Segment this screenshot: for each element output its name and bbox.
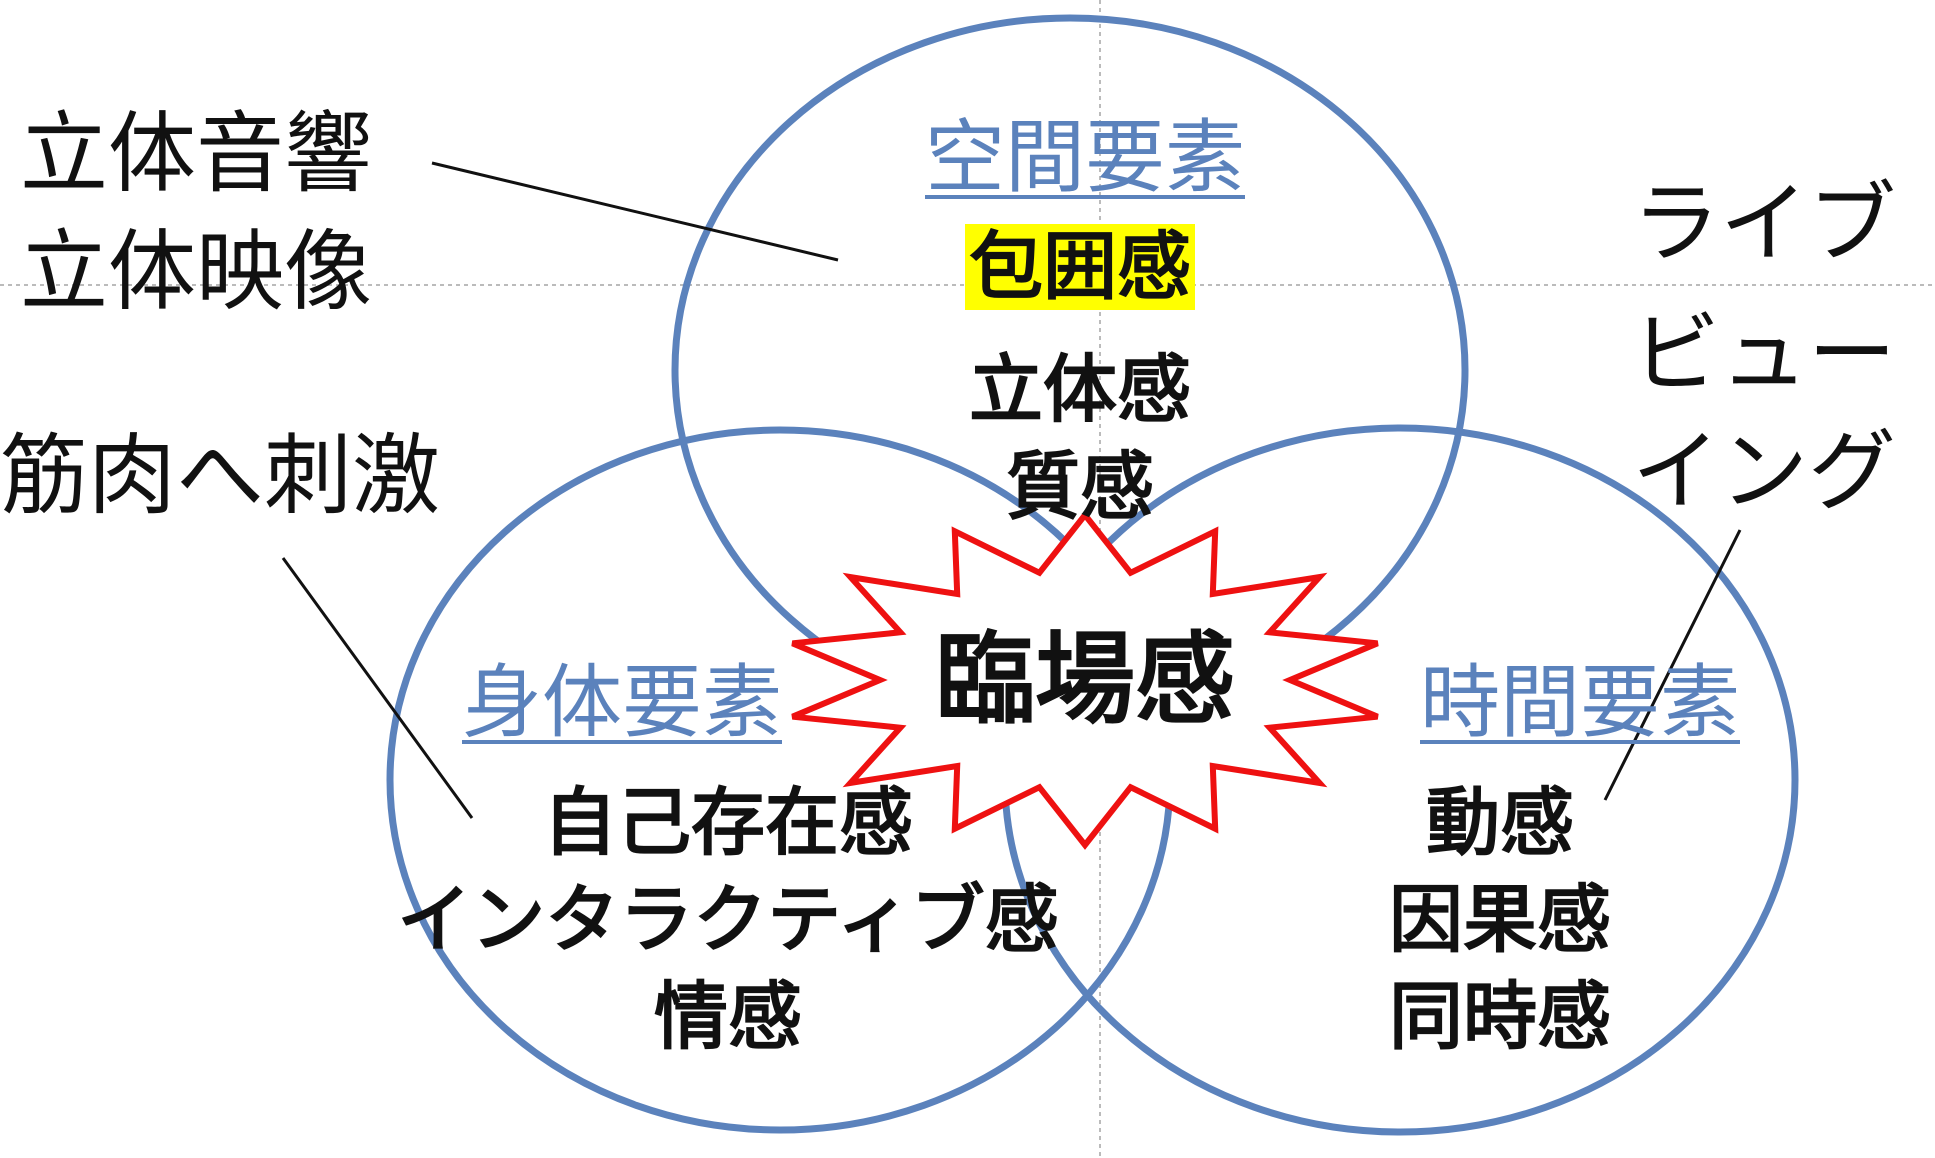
- presence-label: 臨場感: [935, 621, 1235, 738]
- annotation-live-viewing-1: ライブ: [1632, 172, 1897, 275]
- stereo-connector-line: [431, 161, 839, 262]
- spatial-item-envelopment: 包囲感: [965, 224, 1195, 310]
- spatial-heading: 空間要素: [925, 111, 1245, 204]
- spatial-item-texture: 質感: [1006, 444, 1154, 530]
- temporal-item-simultaneity: 同時感: [1389, 974, 1611, 1060]
- physical-heading: 身体要素: [462, 656, 782, 749]
- physical-item-emotion: 情感: [654, 974, 802, 1060]
- annotation-stereo-image: 立体映像: [20, 220, 373, 323]
- annotation-live-viewing-2: ビュー: [1632, 302, 1897, 405]
- spatial-item-stereo: 立体感: [969, 347, 1191, 433]
- temporal-item-causality: 因果感: [1389, 877, 1611, 963]
- temporal-item-motion: 動感: [1426, 780, 1574, 866]
- temporal-heading: 時間要素: [1420, 656, 1740, 749]
- physical-item-interactive: インタラクティブ感: [397, 877, 1059, 963]
- annotation-stereo-sound: 立体音響: [20, 102, 373, 205]
- muscle-connector-line: [281, 557, 474, 819]
- annotation-live-viewing-3: イング: [1632, 420, 1897, 523]
- live-viewing-connector-line: [1603, 529, 1742, 801]
- presence-burst: [791, 510, 1379, 850]
- physical-item-self-presence: 自己存在感: [543, 780, 913, 866]
- highlighted-item: 包囲感: [965, 224, 1195, 310]
- annotation-muscle-stimulus: 筋肉へ刺激: [0, 424, 441, 527]
